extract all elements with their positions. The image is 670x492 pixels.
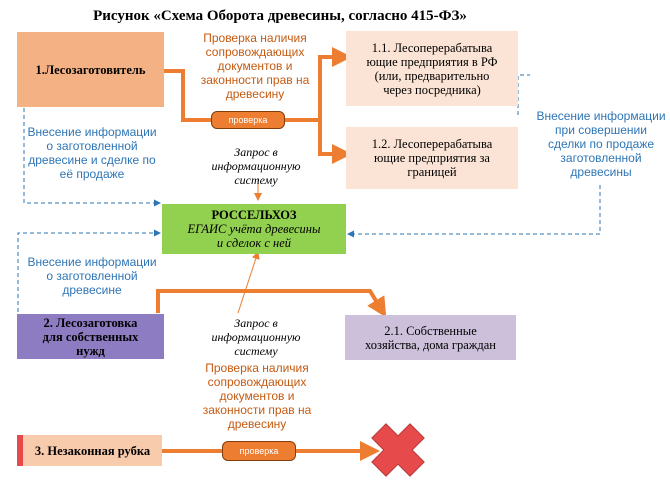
node-logger: 1.Лесозаготовитель [17,32,164,107]
arrow-to-processors-abroad [318,120,352,164]
node-households: 2.1. Собственные хозяйства, дома граждан [345,315,516,360]
arrow-info-deal [347,185,601,238]
arrow-info-logger [23,108,161,207]
note-check-docs-top: Проверка наличия сопровождающих документ… [200,31,310,101]
node-illegal: 3. Незаконная рубка [17,435,162,466]
node-processors-rf: 1.1. Лесоперерабатыва ющие предприятия в… [346,31,518,106]
diagram-title: Рисунок «Схема Оборота древесины, соглас… [93,8,467,24]
red-cross-icon [371,423,425,477]
arrow-info-own-needs [17,229,161,312]
node-rosselkhoz: РОССЕЛЬХОЗ ЕГАИС учёта древесины и сдело… [162,204,346,254]
arrow-info-processors [517,74,530,115]
note-info-deal: Внесение информации при совершении сделк… [536,109,666,179]
arrow-own-needs-to-households [156,289,387,318]
node-processors-abroad: 1.2. Лесоперерабатыва ющие предприятия з… [346,127,518,189]
note-check-docs-bottom: Проверка наличия сопровождающих документ… [202,361,312,431]
rosselkhoz-subtitle: ЕГАИС учёта древесины и сделок с ней [187,222,321,250]
note-info-harvest: Внесение информации о заготовленной древ… [27,255,157,297]
rosselkhoz-title: РОССЕЛЬХОЗ [211,208,297,222]
note-query-top: Запрос в информационную систему [211,145,301,187]
note-info-sale: Внесение информации о заготовленной древ… [27,125,157,181]
check-pill-top: проверка [211,111,285,129]
node-own-needs: 2. Лесозаготовка для собственных нужд [17,314,164,359]
note-query-bottom: Запрос в информационную систему [211,316,301,358]
check-pill-bottom: проверка [222,441,296,461]
arrow-query-bottom [237,251,260,314]
